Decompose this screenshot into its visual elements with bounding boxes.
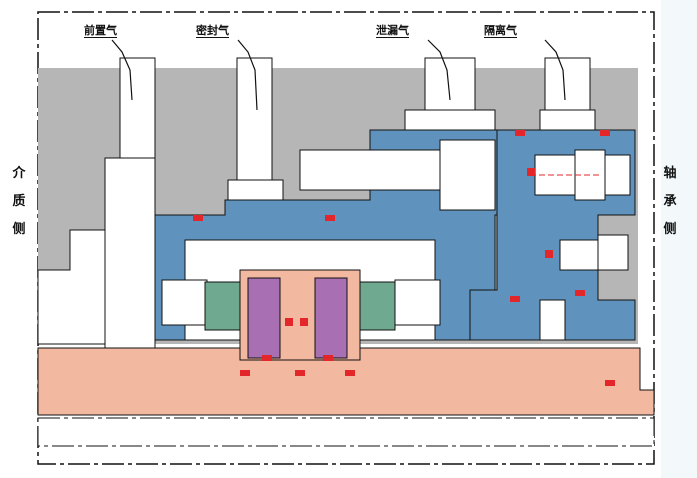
- port-label-1: 前置气: [84, 24, 117, 38]
- port-channel-2: [236, 57, 273, 184]
- port-label-4: 隔离气: [484, 24, 517, 38]
- port-label-2: 密封气: [196, 24, 229, 38]
- port-channel-1: [119, 57, 156, 159]
- side-label-bearing: 轴承侧: [663, 166, 677, 237]
- spring-right: [394, 279, 441, 326]
- o-rings: [193, 130, 615, 386]
- port-label-3: 泄漏气: [376, 24, 409, 38]
- rotor-ring-right: [314, 277, 348, 359]
- side-label-medium: 介质侧: [12, 166, 26, 237]
- port-channel-3: [424, 57, 476, 114]
- bolt: [299, 149, 441, 191]
- rotor-ring-left: [247, 277, 281, 359]
- spring-left: [161, 279, 208, 326]
- shaft-sleeve: [37, 347, 655, 416]
- port-channel-4: [544, 57, 591, 114]
- right-margin-strip: [661, 0, 697, 478]
